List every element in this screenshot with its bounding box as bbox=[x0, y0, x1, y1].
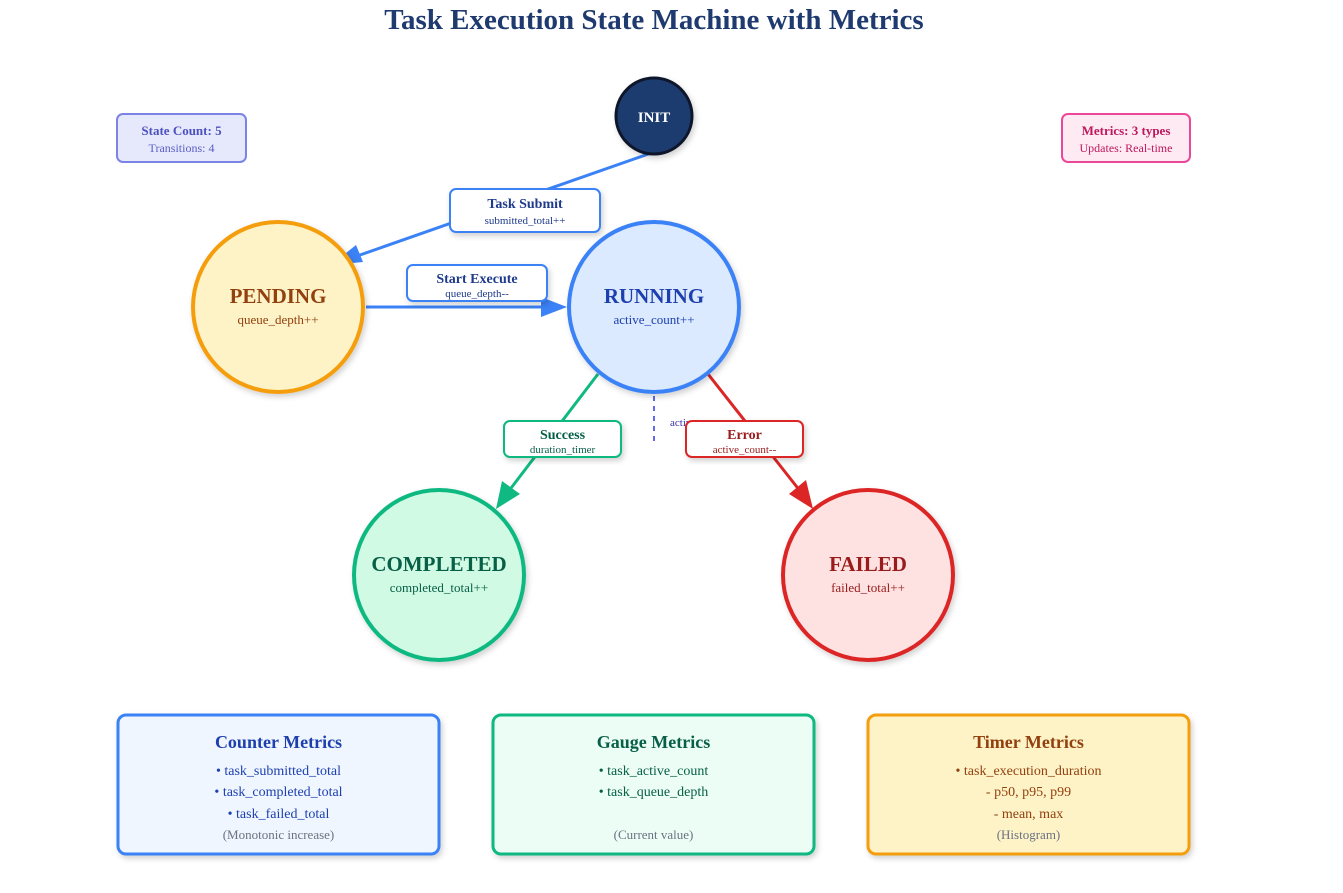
timer-metric-line: - p50, p95, p99 bbox=[986, 785, 1071, 800]
gauge-metrics-panel: Gauge Metrics • task_active_count • task… bbox=[491, 713, 816, 856]
timer-metrics-title: Timer Metrics bbox=[973, 732, 1084, 752]
state-pending-label: PENDING bbox=[230, 284, 327, 308]
edge-label-success-metric: duration_timer bbox=[530, 444, 596, 456]
state-failed: FAILED failed_total++ bbox=[781, 488, 955, 662]
state-init: INIT bbox=[614, 76, 694, 156]
edge-label-success-title: Success bbox=[540, 428, 586, 443]
state-pending-metric: queue_depth++ bbox=[237, 312, 318, 327]
edge-label-error: Error active_count-- bbox=[685, 420, 804, 458]
state-completed-label: COMPLETED bbox=[371, 552, 506, 576]
edge-label-start-metric: queue_depth-- bbox=[445, 288, 509, 300]
edge-label-start: Start Execute queue_depth-- bbox=[406, 264, 548, 302]
state-failed-metric: failed_total++ bbox=[831, 580, 905, 595]
metrics-types-badge: Metrics: 3 types Updates: Real-time bbox=[1061, 113, 1191, 163]
state-running-label: RUNNING bbox=[604, 284, 704, 308]
edge-label-success: Success duration_timer bbox=[503, 420, 622, 458]
gauge-metrics-title: Gauge Metrics bbox=[597, 732, 710, 752]
edge-pending-to-running-arrowhead bbox=[541, 297, 567, 317]
state-completed-metric: completed_total++ bbox=[390, 580, 488, 595]
timer-metrics-panel: Timer Metrics • task_execution_duration … bbox=[866, 713, 1191, 856]
diagram-title: Task Execution State Machine with Metric… bbox=[384, 4, 923, 36]
edge-label-start-title: Start Execute bbox=[436, 272, 517, 287]
edge-running-to-completed-arrowhead bbox=[496, 481, 520, 509]
edge-label-error-metric: active_count-- bbox=[713, 444, 777, 456]
timer-metric-line: - mean, max bbox=[994, 807, 1064, 822]
state-count-badge: State Count: 5 Transitions: 4 bbox=[116, 113, 247, 163]
counter-metric-line: • task_completed_total bbox=[214, 785, 342, 800]
metrics-types-label: Metrics: 3 types bbox=[1082, 123, 1171, 138]
counter-metrics-note: (Monotonic increase) bbox=[223, 827, 335, 842]
edge-label-submit-metric: submitted_total++ bbox=[485, 215, 566, 227]
updates-label: Updates: Real-time bbox=[1080, 141, 1173, 155]
state-init-label: INIT bbox=[638, 110, 671, 126]
state-pending: PENDING queue_depth++ bbox=[191, 220, 365, 394]
gauge-metric-line: • task_active_count bbox=[599, 764, 709, 779]
counter-metrics-panel: Counter Metrics • task_submitted_total •… bbox=[116, 713, 441, 856]
edge-label-submit: Task Submit submitted_total++ bbox=[449, 188, 601, 233]
state-failed-label: FAILED bbox=[829, 552, 907, 576]
edge-running-to-failed-arrowhead bbox=[789, 480, 813, 509]
state-running-metric: active_count++ bbox=[613, 312, 694, 327]
state-completed: COMPLETED completed_total++ bbox=[352, 488, 526, 662]
timer-metrics-note: (Histogram) bbox=[997, 827, 1061, 842]
state-running: RUNNING active_count++ bbox=[567, 220, 741, 394]
timer-metric-line: • task_execution_duration bbox=[955, 764, 1101, 779]
counter-metric-line: • task_submitted_total bbox=[216, 764, 341, 779]
state-count-label: State Count: 5 bbox=[141, 123, 222, 138]
edge-label-error-title: Error bbox=[727, 428, 762, 443]
gauge-metric-line: • task_queue_depth bbox=[599, 785, 708, 800]
counter-metrics-title: Counter Metrics bbox=[215, 732, 342, 752]
edge-label-submit-title: Task Submit bbox=[487, 197, 563, 212]
transition-count-label: Transitions: 4 bbox=[149, 141, 215, 155]
gauge-metrics-note: (Current value) bbox=[614, 827, 694, 842]
counter-metric-line: • task_failed_total bbox=[228, 807, 330, 822]
